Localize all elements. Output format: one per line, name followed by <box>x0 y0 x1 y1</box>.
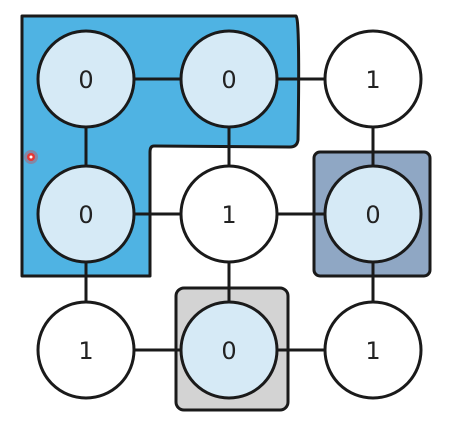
node-value: 0 <box>78 66 93 94</box>
node-r1-c2: 0 <box>323 164 423 264</box>
node-circle <box>36 164 136 264</box>
node-value: 1 <box>365 66 380 94</box>
node-value: 1 <box>221 201 236 229</box>
node-circle <box>36 300 136 400</box>
node-r1-c0: 0 <box>36 164 136 264</box>
node-r2-c0: 1 <box>36 300 136 400</box>
node-circle <box>179 29 279 129</box>
nodes-group: 0 0 1 0 1 0 1 0 1 <box>36 29 423 400</box>
node-circle <box>323 300 423 400</box>
node-value: 0 <box>221 66 236 94</box>
node-circle <box>36 29 136 129</box>
node-r0-c1: 0 <box>179 29 279 129</box>
node-r2-c2: 1 <box>323 300 423 400</box>
node-value: 1 <box>365 337 380 365</box>
node-value: 0 <box>78 201 93 229</box>
node-r0-c2: 1 <box>323 29 423 129</box>
node-r0-c0: 0 <box>36 29 136 129</box>
node-circle <box>323 164 423 264</box>
edges-group <box>84 77 375 352</box>
node-circle <box>179 164 279 264</box>
node-value: 1 <box>78 337 93 365</box>
node-r2-c1: 0 <box>179 300 279 400</box>
node-circle <box>323 29 423 129</box>
node-value: 0 <box>221 337 236 365</box>
node-r1-c1: 1 <box>179 164 279 264</box>
node-circle <box>179 300 279 400</box>
red-dot-cursor-icon <box>24 150 38 164</box>
node-value: 0 <box>365 201 380 229</box>
